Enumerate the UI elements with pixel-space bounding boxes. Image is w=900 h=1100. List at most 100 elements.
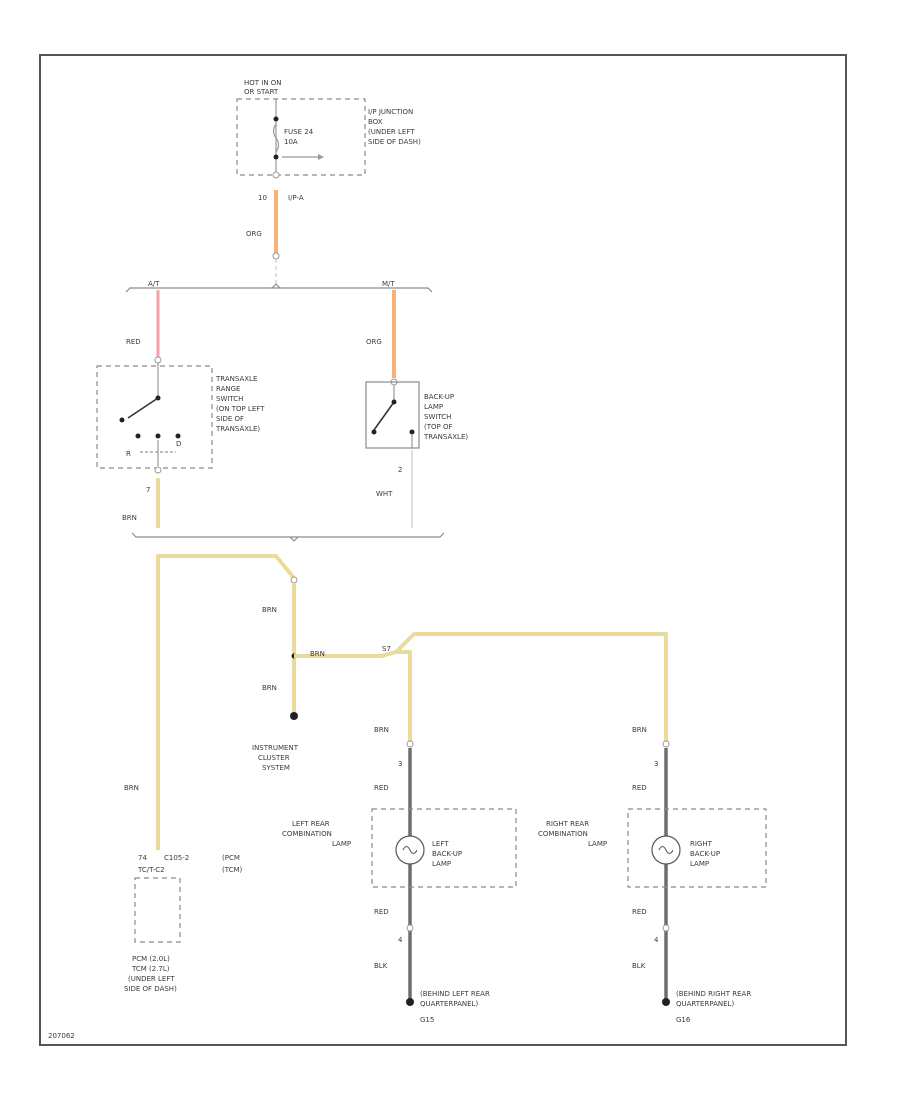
left-ground-label-2: QUARTERPANEL) xyxy=(420,1000,478,1008)
hot-label-2: OR START xyxy=(244,88,279,96)
option-bus-top xyxy=(125,287,433,293)
left-lamp-pin-top: 3 xyxy=(398,760,402,768)
right-lamp-blk-label: BLK xyxy=(632,962,646,970)
fuse-pin: 10 xyxy=(258,194,267,202)
right-lamp-connector-bottom xyxy=(662,924,670,932)
left-lamp-name-1: LEFT xyxy=(432,840,449,848)
fuse-arrow-head xyxy=(318,154,324,160)
brn-left-label: BRN xyxy=(122,514,137,522)
left-lamp-assembly-2: COMBINATION xyxy=(282,830,332,838)
pcm-label-4: SIDE OF DASH) xyxy=(124,985,177,993)
transaxle-r-label: R xyxy=(126,450,131,458)
left-lamp-name-2: BACK-UP xyxy=(432,850,462,858)
pcm-outline xyxy=(134,877,181,943)
right-ground-label-1: (BEHIND RIGHT REAR xyxy=(676,990,751,998)
pcm-pin-e: (TCM) xyxy=(222,866,243,874)
right-lamp-name-2: BACK-UP xyxy=(690,850,720,858)
right-ground-id: G16 xyxy=(676,1016,691,1024)
backup-switch-contact xyxy=(373,401,395,431)
brn-upper-label: BRN xyxy=(262,606,277,614)
transaxle-switch-label-4: (ON TOP LEFT xyxy=(216,405,265,413)
right-lamp-filament xyxy=(658,846,674,854)
org-connector xyxy=(272,252,280,260)
backup-switch-pin: 2 xyxy=(398,466,402,474)
splice-label: S7 xyxy=(382,645,391,653)
transaxle-switch-contact xyxy=(127,397,159,419)
pcm-pin-c: TC/T-C2 xyxy=(137,866,165,874)
transaxle-switch-label-2: RANGE xyxy=(216,385,240,393)
brn-wire-left-lamp xyxy=(294,650,412,742)
right-lamp-name-3: LAMP xyxy=(690,860,709,868)
backup-switch-terminal-2 xyxy=(409,429,415,435)
left-lamp-ground xyxy=(406,998,414,1006)
backup-switch-label-1: BACK-UP xyxy=(424,393,454,401)
right-lamp-pin-bottom: 4 xyxy=(654,936,659,944)
left-lamp-blk-label: BLK xyxy=(374,962,388,970)
left-lamp-filament xyxy=(402,846,418,854)
right-lamp-red-low-label: RED xyxy=(632,908,647,916)
instrument-cluster-terminal xyxy=(290,712,298,720)
fuse-rating: 10A xyxy=(284,138,298,146)
fuse-box: HOT IN ON OR START I/P JUNCTION BOX (UND… xyxy=(236,79,421,202)
pcm-label-1: PCM (2.0L) xyxy=(132,955,170,963)
junction-box-label-1: I/P JUNCTION xyxy=(368,108,413,116)
brn-splice-label: BRN xyxy=(310,650,325,658)
transaxle-switch-label-1: TRANSAXLE xyxy=(215,375,257,383)
left-lamp-red-label: RED xyxy=(374,784,389,792)
figure-id: 207062 xyxy=(48,1032,75,1040)
pcm-label-3: (UNDER LEFT xyxy=(128,975,175,983)
left-lamp-assembly-1: LEFT REAR xyxy=(292,820,330,828)
backup-switch-label-3: SWITCH xyxy=(424,413,451,421)
left-lamp-assembly-3: LAMP xyxy=(332,840,351,848)
right-lamp-brn-label: BRN xyxy=(632,726,647,734)
fuse-name: FUSE 24 xyxy=(284,128,314,136)
junction-box-label-3: (UNDER LEFT xyxy=(368,128,415,136)
fuse-connector xyxy=(272,171,280,179)
mt-tap-label: M/T xyxy=(382,280,395,288)
transaxle-switch-pin: 7 xyxy=(146,486,150,494)
red-wire-label: RED xyxy=(126,338,141,346)
left-lamp-pin-bottom: 4 xyxy=(398,936,403,944)
transaxle-switch-label-3: SWITCH xyxy=(216,395,243,403)
pcm-label-2: TCM (2.7L) xyxy=(131,965,170,973)
backup-switch-outline xyxy=(365,381,420,449)
backup-lamp-switch: BACK-UP LAMP SWITCH (TOP OF TRANSAXLE) 2 xyxy=(365,381,468,474)
fuse-symbol xyxy=(272,123,280,153)
transaxle-d-label: D xyxy=(176,440,181,448)
fuse-connector-id: I/P-A xyxy=(288,194,304,202)
option-bus-bottom-tick xyxy=(289,536,295,542)
wht-label: WHT xyxy=(376,490,393,498)
red-connector xyxy=(154,356,162,364)
transaxle-switch-pivot xyxy=(155,395,161,401)
brn-wire-right-lamp xyxy=(394,632,668,742)
pcm-pin-a: 74 xyxy=(138,854,147,862)
option-bus-bottom xyxy=(131,532,445,538)
option-bus-tick xyxy=(271,283,277,289)
fuse-terminal-top xyxy=(273,116,279,122)
right-lamp-outline xyxy=(627,808,767,888)
junction-box-outline xyxy=(236,98,366,176)
right-ground-label-2: QUARTERPANEL) xyxy=(676,1000,734,1008)
fuse-terminal-bottom xyxy=(273,154,279,160)
brn-upper-connector xyxy=(290,576,298,584)
right-lamp-red-label: RED xyxy=(632,784,647,792)
instrument-label-3: SYSTEM xyxy=(262,764,290,772)
left-ground-id: G15 xyxy=(420,1016,434,1024)
option-bus-tick-2 xyxy=(275,283,281,289)
brn-long-label: BRN xyxy=(124,784,139,792)
junction-box-label-4: SIDE OF DASH) xyxy=(368,138,421,146)
transaxle-switch-pos-2 xyxy=(135,433,141,439)
left-lamp-name-3: LAMP xyxy=(432,860,451,868)
right-rear-combination-lamp: BRN 3 RED RIGHT REAR COMBINATION LAMP RI… xyxy=(538,726,767,1024)
transaxle-switch-label-5: SIDE OF xyxy=(216,415,244,423)
junction-box-label-2: BOX xyxy=(368,118,383,126)
transaxle-switch-outline xyxy=(96,365,213,469)
org-wire-label: ORG xyxy=(246,230,262,238)
instrument-label-1: INSTRUMENT xyxy=(252,744,299,752)
left-lamp-outline xyxy=(371,808,517,888)
left-lamp-brn-label: BRN xyxy=(374,726,389,734)
transaxle-range-switch: R D TRANSAXLE RANGE SWITCH (ON TOP LEFT … xyxy=(96,363,265,494)
backup-switch-label-2: LAMP xyxy=(424,403,443,411)
hot-label-1: HOT IN ON xyxy=(244,79,282,87)
